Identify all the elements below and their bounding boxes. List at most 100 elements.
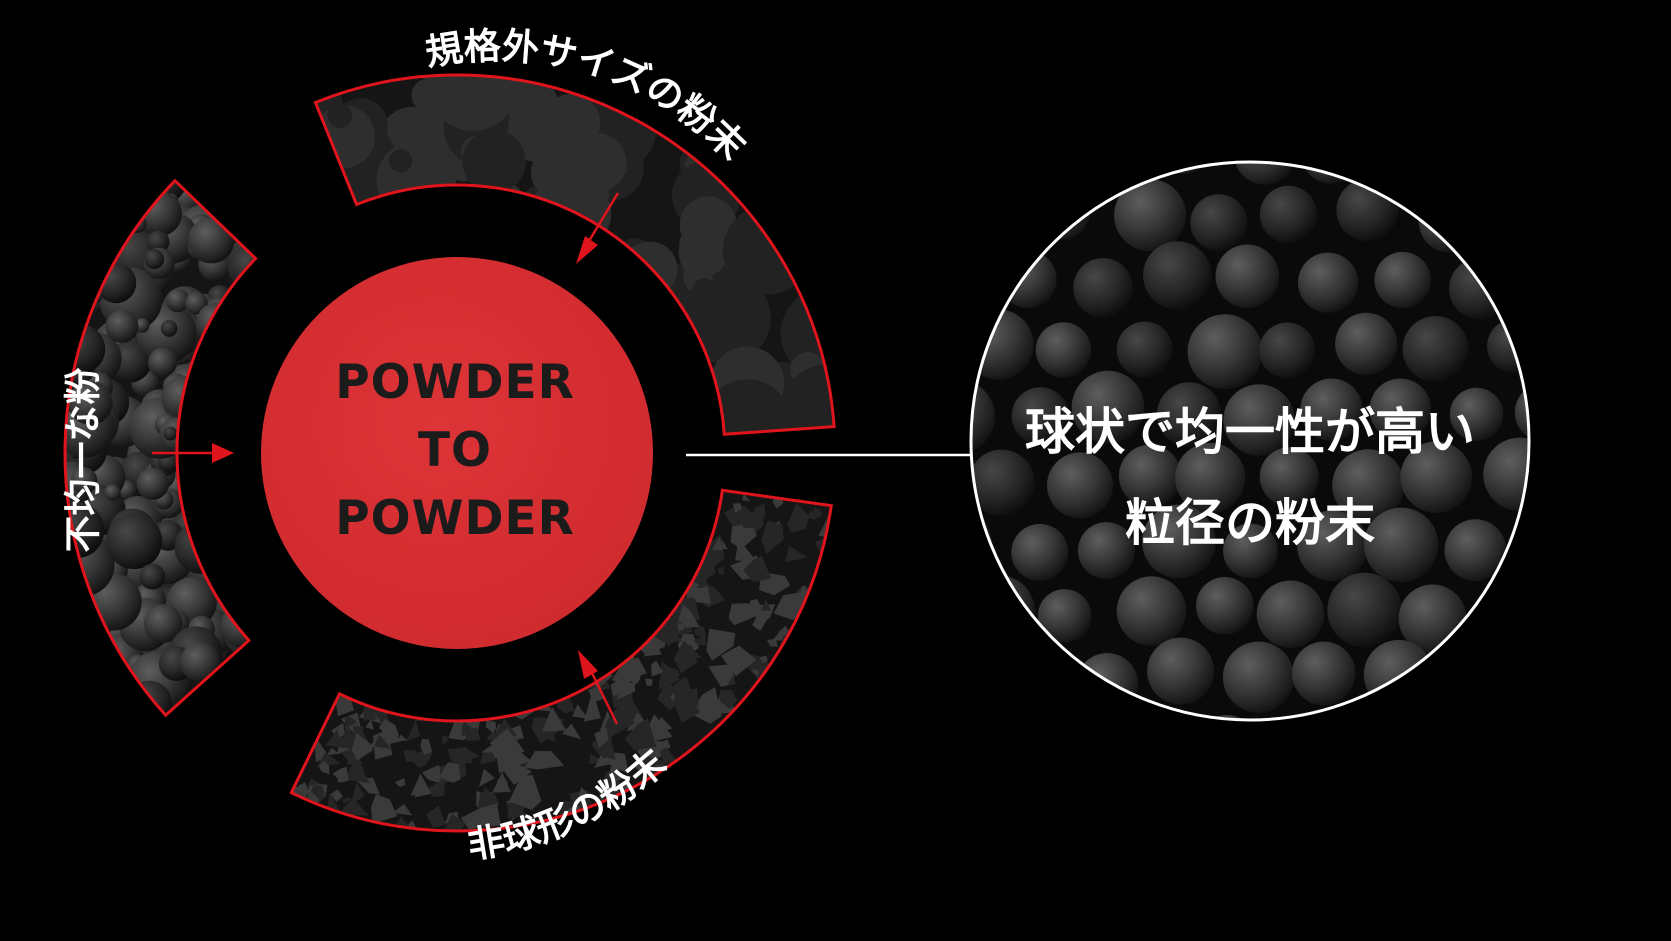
- uniform-sphere: [1369, 378, 1432, 441]
- powder-fragment: [651, 660, 664, 677]
- powder-fragment: [706, 628, 736, 661]
- powder-particle: [166, 288, 190, 313]
- powder-fragment: [761, 520, 784, 554]
- powder-lump: [679, 196, 737, 254]
- powder-fragment: [351, 733, 373, 761]
- arrow-bottom-to-center: [578, 650, 619, 725]
- powder-fragment: [659, 747, 678, 765]
- powder-lump: [427, 74, 518, 131]
- powder-fragment: [494, 740, 531, 774]
- powder-lump: [691, 278, 718, 304]
- powder-fragment: [678, 604, 700, 628]
- powder-fragment: [696, 624, 707, 639]
- uniform-sphere: [1215, 244, 1280, 309]
- powder-fragment: [378, 719, 400, 737]
- powder-fragment: [324, 729, 342, 747]
- powder-fragment: [741, 493, 751, 502]
- powder-lump: [702, 379, 792, 435]
- uniform-sphere: [1142, 504, 1216, 579]
- powder-fragment: [652, 717, 673, 734]
- powder-fragment: [542, 706, 567, 732]
- uniform-sphere: [1116, 576, 1187, 646]
- powder-fragment: [610, 674, 636, 697]
- powder-fragment: [752, 613, 768, 631]
- uniform-sphere: [1037, 589, 1092, 643]
- powder-fragment: [509, 775, 542, 810]
- powder-fragment: [654, 739, 671, 754]
- powder-fragment: [719, 689, 738, 710]
- powder-fragment: [731, 524, 750, 545]
- powder-fragment: [712, 536, 724, 551]
- powder-fragment: [720, 645, 757, 677]
- center-label-line-1: POWDER: [335, 355, 575, 410]
- powder-fragment: [318, 760, 330, 775]
- powder-fragment: [766, 639, 778, 647]
- powder-fragment: [624, 718, 657, 751]
- input-segment-out-of-spec: 規格外サイズの粉末: [313, 24, 836, 436]
- uniform-sphere: [1073, 258, 1133, 318]
- powder-fragment: [657, 686, 678, 711]
- powder-particle: [104, 484, 121, 501]
- powder-fragment: [696, 582, 705, 588]
- powder-fragment: [572, 704, 588, 719]
- powder-fragment: [735, 538, 758, 563]
- powder-fragment: [759, 655, 768, 664]
- powder-lump: [327, 103, 352, 128]
- uniform-sphere: [1363, 507, 1439, 583]
- segment-outline: [63, 178, 258, 718]
- powder-fragment: [374, 734, 392, 749]
- powder-fragment: [371, 794, 398, 824]
- uniform-sphere: [1071, 370, 1145, 444]
- result-label-line-2: 粒径の粉末: [1125, 494, 1375, 552]
- powder-fragment: [406, 720, 421, 741]
- uniform-sphere: [1400, 441, 1472, 513]
- powder-fragment: [344, 716, 358, 728]
- uniform-sphere: [1259, 185, 1318, 244]
- center-circle: [261, 257, 653, 649]
- powder-fragment: [561, 723, 582, 740]
- uniform-sphere: [1444, 519, 1507, 582]
- powder-fragment: [754, 503, 766, 520]
- uniform-sphere: [1335, 312, 1398, 375]
- uniform-sphere: [1223, 523, 1278, 579]
- powder-texture-uniform-spheres: [971, 162, 1529, 720]
- uniform-sphere: [1402, 316, 1469, 382]
- powder-fragment: [724, 504, 754, 527]
- uniform-sphere: [1143, 241, 1212, 310]
- uniform-sphere: [1374, 251, 1431, 309]
- powder-lump: [558, 167, 609, 218]
- powder-fragment: [332, 766, 349, 783]
- uniform-sphere: [1222, 641, 1295, 713]
- powder-fragment: [461, 721, 474, 736]
- input-segment-non-uniform: 不均一な粉: [62, 178, 258, 718]
- result-outline: [969, 160, 1531, 722]
- powder-fragment: [428, 778, 445, 798]
- uniform-sphere: [1147, 637, 1215, 705]
- powder-fragment: [750, 513, 764, 533]
- segment-outline: [313, 73, 836, 436]
- uniform-sphere: [1011, 387, 1070, 445]
- powder-fragment: [675, 622, 694, 636]
- uniform-sphere: [1300, 378, 1363, 441]
- uniform-sphere: [1234, 162, 1296, 185]
- powder-fragment: [608, 765, 626, 782]
- powder-fragment: [693, 635, 707, 646]
- powder-fragment: [743, 555, 772, 583]
- arrow-left-to-center: [152, 443, 234, 463]
- powder-texture-non-uniform: [64, 180, 256, 716]
- center-label-line-3: POWDER: [335, 491, 575, 546]
- powder-fragment: [365, 719, 374, 730]
- powder-fragment: [727, 676, 736, 686]
- powder-particle: [106, 513, 163, 570]
- powder-fragment: [429, 817, 439, 826]
- uniform-sphere: [1483, 437, 1529, 511]
- powder-particle: [64, 502, 105, 559]
- powder-fragment: [478, 768, 495, 787]
- powder-particle: [139, 563, 166, 590]
- powder-fragment: [410, 773, 432, 796]
- powder-to-powder-circle: POWDER TO POWDER: [261, 257, 653, 649]
- powder-particle: [105, 309, 139, 343]
- powder-fragment: [477, 791, 500, 809]
- uniform-sphere: [1196, 577, 1254, 635]
